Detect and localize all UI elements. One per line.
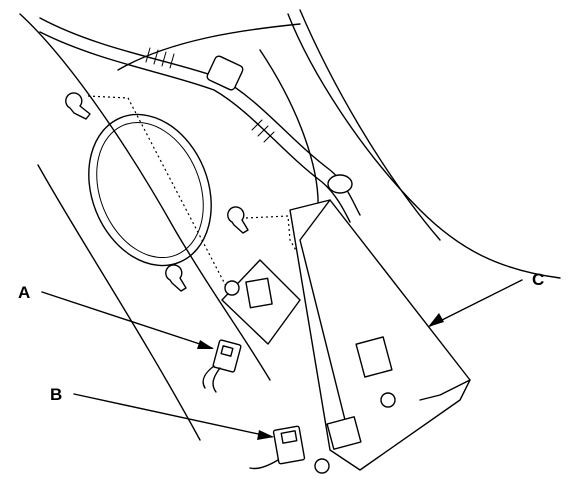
leader-line-b: [73, 393, 273, 438]
arrowhead-b: [257, 430, 274, 440]
connector-a: [202, 339, 242, 393]
connector-b: [249, 425, 306, 470]
callout-label-c: C: [532, 270, 545, 289]
control-unit-c: [221, 199, 471, 474]
body-panel: [19, 9, 561, 441]
wire-harness: [39, 17, 361, 223]
leader-arrows: [41, 279, 523, 440]
arrowhead-a: [197, 340, 214, 349]
speaker-opening: [88, 113, 212, 267]
leader-line-a: [41, 291, 213, 349]
callout-label-b: B: [50, 385, 63, 404]
mounting-keyholes: [65, 92, 249, 292]
arrowhead-c: [428, 313, 444, 327]
callout-label-a: A: [18, 283, 31, 302]
leader-line-c: [429, 279, 523, 327]
